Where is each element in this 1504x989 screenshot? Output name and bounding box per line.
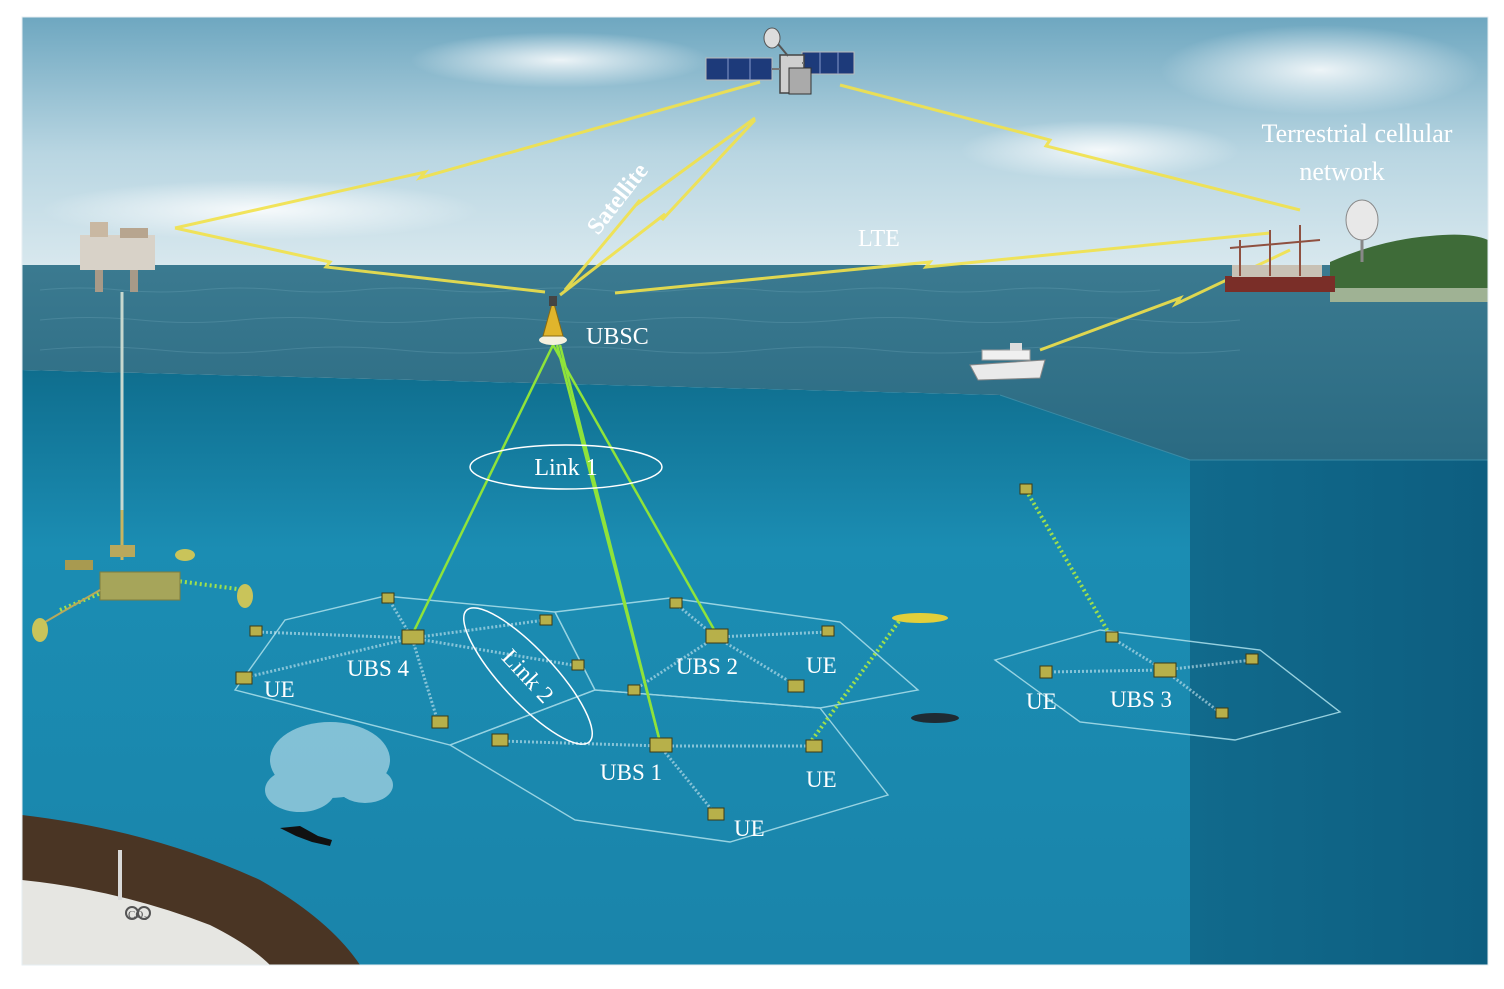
- node-icon: [381, 592, 395, 604]
- ubs1-node-icon: [649, 737, 673, 753]
- ue-label: UE: [1026, 689, 1057, 714]
- buoy-icon: [539, 296, 567, 345]
- ue-node-icon: [431, 715, 449, 729]
- link1-ellipse: [469, 444, 663, 490]
- ue-node-icon: [491, 733, 509, 747]
- node-icon: [249, 625, 263, 637]
- subsea-field: [32, 510, 253, 642]
- ship-icon: [969, 343, 1046, 381]
- ubs3-label: UBS 3: [1110, 687, 1172, 712]
- ue-node-icon: [805, 739, 823, 753]
- node-icon: [1245, 653, 1259, 665]
- ue-node-icon: [787, 679, 805, 693]
- co2-label: CO₂: [128, 909, 147, 921]
- wave-texture: [39, 287, 1241, 354]
- node-icon: [571, 659, 585, 671]
- node-icon: [1215, 707, 1229, 719]
- sea-surface: [22, 265, 1488, 460]
- node-icon: [1019, 483, 1033, 495]
- ubs4-label: UBS 4: [347, 656, 409, 681]
- terrestrial-label-line1: Terrestrial cellular: [1262, 119, 1453, 148]
- ue-node-icon: [235, 671, 253, 685]
- shoreline: [1330, 234, 1488, 300]
- ue-label: UE: [806, 653, 837, 678]
- ubsc-label: UBSC: [586, 324, 649, 350]
- node-icon: [539, 614, 553, 626]
- node-icon: [627, 684, 641, 696]
- node-icon: [1105, 631, 1119, 643]
- ue-label: UE: [264, 677, 295, 702]
- bubbles: [265, 722, 393, 812]
- ue-label: UE: [806, 767, 837, 792]
- ue-label: UE: [734, 816, 765, 841]
- ubs4-node-icon: [401, 629, 425, 645]
- underwater-volume: [22, 370, 1190, 965]
- node-icon: [821, 625, 835, 637]
- co2-storage: [22, 880, 270, 965]
- terrestrial-label-line2: network: [1299, 157, 1384, 186]
- ubs1-label: UBS 1: [600, 760, 662, 785]
- node-icon: [669, 597, 683, 609]
- link1-lines: [410, 344, 718, 743]
- diver-icon: [280, 826, 332, 846]
- rf-links: [174, 80, 1301, 352]
- lte-label: LTE: [858, 226, 900, 252]
- ubs3-node-icon: [1153, 662, 1177, 678]
- green-dotted-links: [59, 488, 1112, 742]
- auv-icon: [892, 613, 959, 723]
- oil-platform-icon: [80, 222, 155, 510]
- ue-node-icon: [707, 807, 725, 821]
- nodes: [235, 483, 1259, 821]
- ubs2-node-icon: [705, 628, 729, 644]
- port-icon: [1225, 199, 1379, 292]
- ubs2-label: UBS 2: [676, 654, 738, 679]
- ue-node-icon: [1039, 665, 1053, 679]
- link2-ellipse: [462, 607, 594, 745]
- satellite-icon: [705, 27, 855, 95]
- co2-marker: CO₂: [118, 850, 151, 921]
- link1-label: Link 1: [534, 455, 597, 481]
